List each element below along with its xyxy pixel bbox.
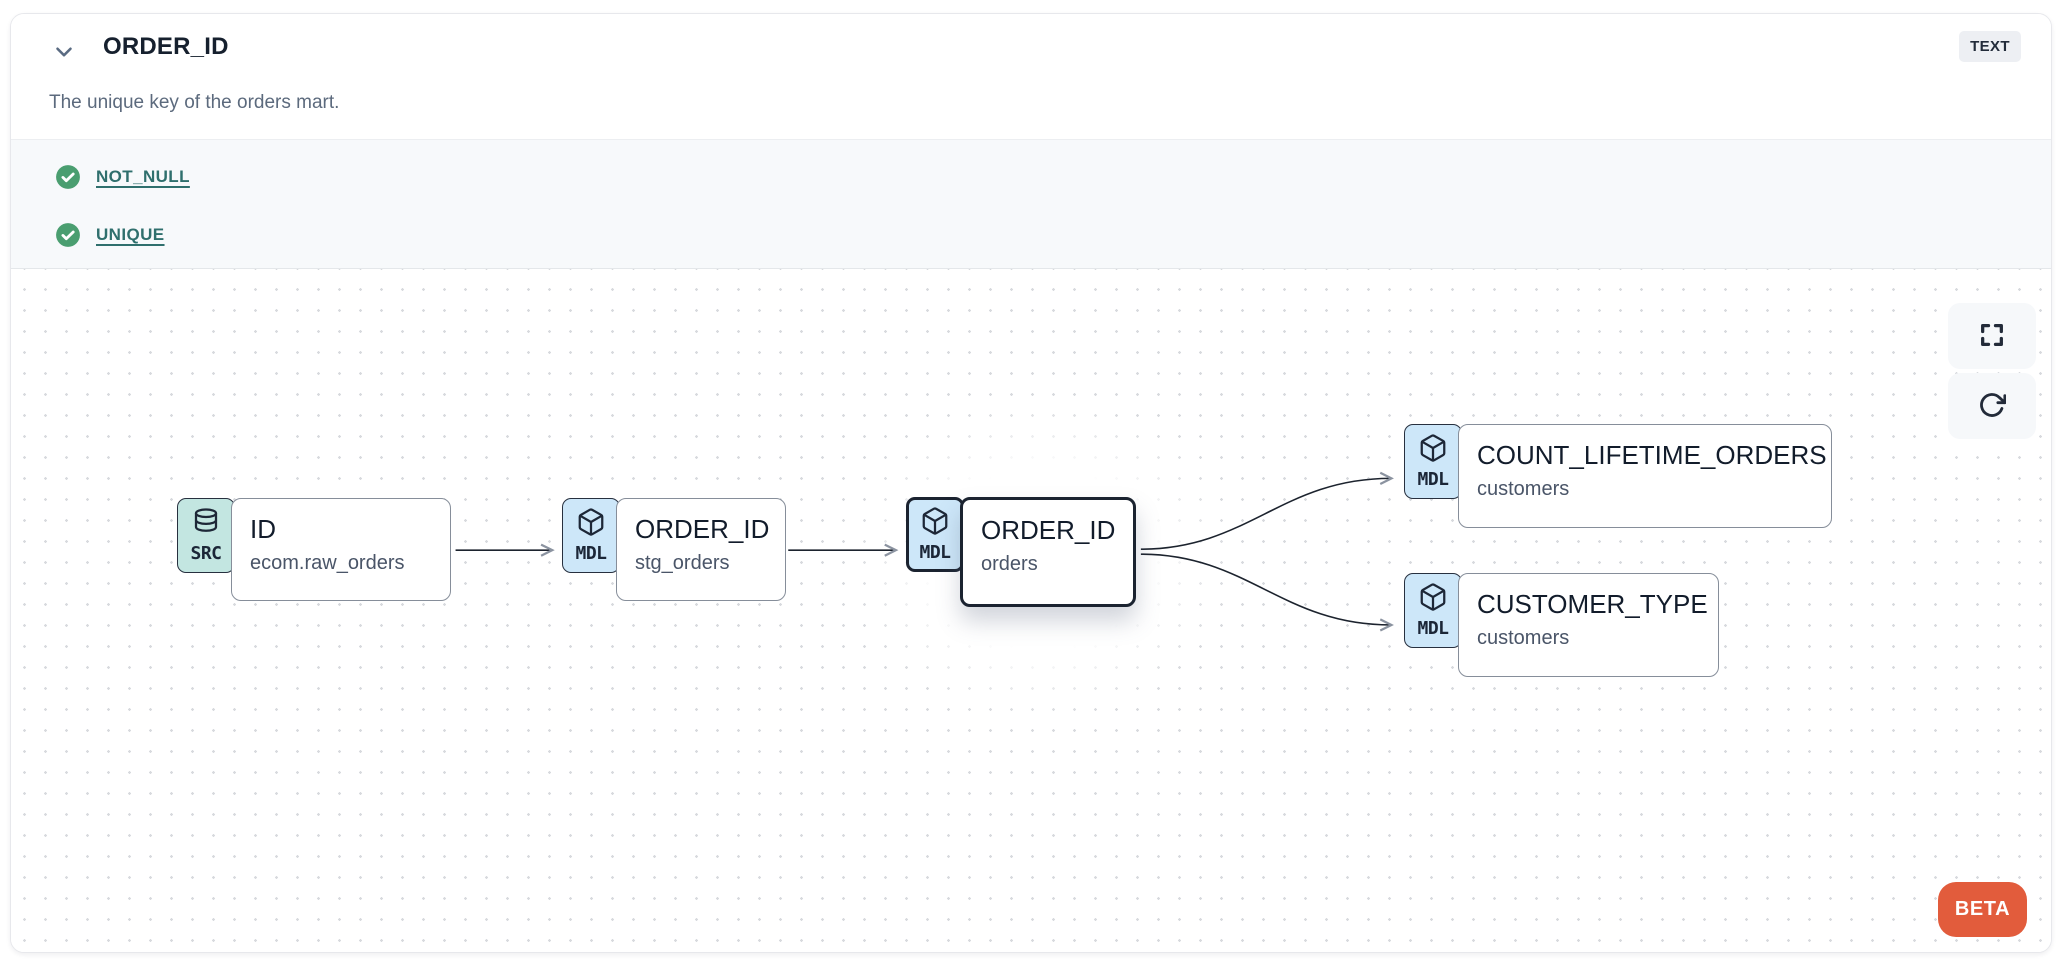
lineage-canvas[interactable]: SRC ID ecom.raw_orders MDL ORDER_ID stg_…: [11, 269, 2051, 952]
test-row: NOT_NULL: [55, 160, 2051, 194]
box-icon: [1418, 582, 1448, 617]
column-title: ORDER_ID: [103, 33, 229, 60]
box-icon: [576, 507, 606, 542]
chevron-down-icon: [51, 39, 77, 68]
node-title: COUNT_LIFETIME_ORDERS: [1477, 440, 1827, 470]
box-icon: [920, 506, 950, 541]
tests-section: NOT_NULL UNIQUE: [11, 139, 2051, 269]
model-type-badge: MDL: [906, 497, 964, 572]
test-row: UNIQUE: [55, 218, 2051, 252]
node-card: ORDER_ID stg_orders: [616, 498, 786, 601]
collapse-button[interactable]: [47, 36, 81, 70]
database-icon: [191, 507, 221, 542]
beta-badge: BETA: [1938, 882, 2027, 937]
node-title: ID: [250, 514, 276, 544]
check-circle-icon: [55, 164, 81, 190]
lineage-node-count-lifetime-orders[interactable]: MDL COUNT_LIFETIME_ORDERS customers: [1404, 424, 1832, 528]
column-description: The unique key of the orders mart.: [49, 92, 340, 113]
node-subtitle: stg_orders: [635, 552, 730, 574]
column-type-badge: TEXT: [1959, 31, 2021, 62]
node-subtitle: orders: [981, 553, 1038, 575]
lineage-node-customer-type[interactable]: MDL CUSTOMER_TYPE customers: [1404, 573, 1719, 677]
refresh-button[interactable]: [1948, 373, 2036, 439]
column-details-panel: ORDER_ID TEXT The unique key of the orde…: [10, 13, 2052, 953]
node-card: COUNT_LIFETIME_ORDERS customers: [1458, 424, 1832, 528]
box-icon: [1418, 433, 1448, 468]
check-circle-icon: [55, 222, 81, 248]
refresh-icon: [1978, 391, 2007, 422]
node-title: CUSTOMER_TYPE: [1477, 589, 1708, 619]
node-title: ORDER_ID: [635, 514, 770, 544]
source-type-badge: SRC: [177, 498, 235, 573]
node-card: CUSTOMER_TYPE customers: [1458, 573, 1719, 677]
test-link-unique[interactable]: UNIQUE: [96, 225, 165, 244]
fullscreen-button[interactable]: [1948, 303, 2036, 369]
node-card: ID ecom.raw_orders: [231, 498, 451, 601]
node-subtitle: customers: [1477, 627, 1570, 649]
fullscreen-icon: [1978, 321, 2006, 352]
column-header: ORDER_ID TEXT The unique key of the orde…: [11, 14, 2051, 139]
node-subtitle: customers: [1477, 478, 1570, 500]
lineage-node-stg-orders[interactable]: MDL ORDER_ID stg_orders: [562, 498, 786, 601]
node-title: ORDER_ID: [981, 515, 1116, 545]
lineage-edges: [455, 471, 1394, 632]
node-subtitle: ecom.raw_orders: [250, 552, 405, 574]
node-card: ORDER_ID orders: [960, 497, 1136, 607]
lineage-node-source-id[interactable]: SRC ID ecom.raw_orders: [177, 498, 451, 601]
model-type-badge: MDL: [562, 498, 620, 573]
model-type-badge: MDL: [1404, 424, 1462, 499]
model-type-badge: MDL: [1404, 573, 1462, 648]
lineage-node-orders-selected[interactable]: MDL ORDER_ID orders: [906, 497, 1136, 607]
test-link-not-null[interactable]: NOT_NULL: [96, 167, 190, 186]
